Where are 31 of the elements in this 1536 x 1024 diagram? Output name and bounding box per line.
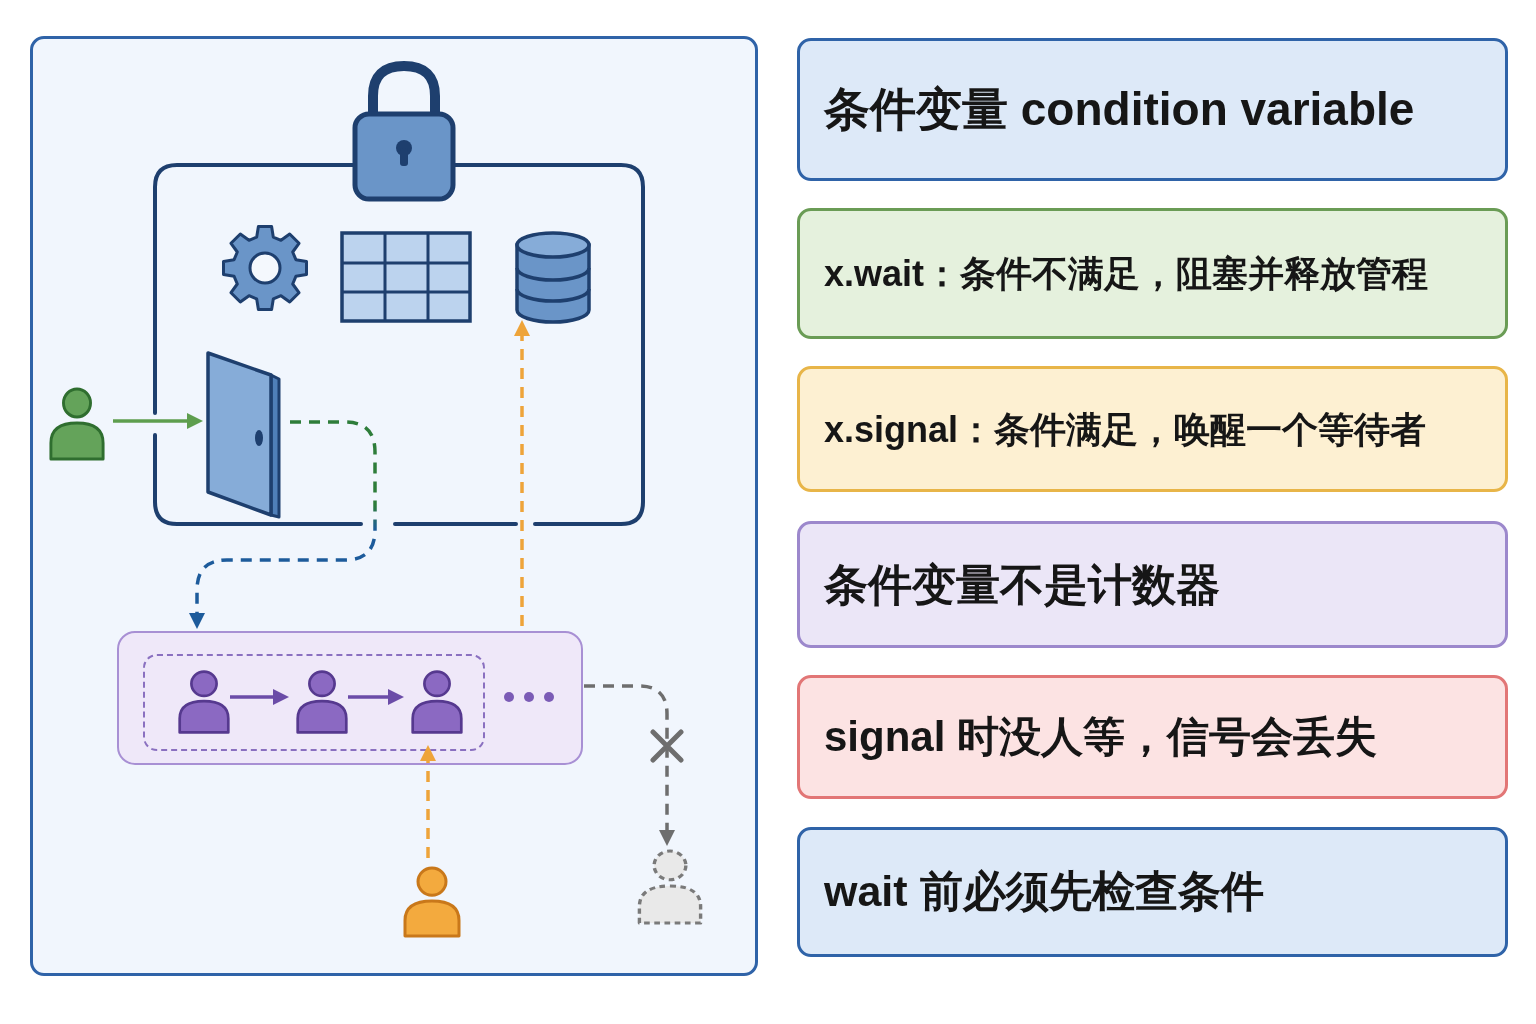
person-icon	[295, 669, 349, 735]
note-card	[797, 827, 1508, 957]
arrow	[113, 413, 203, 429]
person-icon	[48, 386, 106, 462]
note-card	[797, 675, 1508, 799]
person-icon	[402, 865, 462, 939]
monitor-frame	[153, 163, 645, 526]
note-card	[797, 366, 1508, 492]
queue-panel	[117, 631, 583, 765]
note-text: x.wait：条件不满足，阻塞并释放管程	[824, 252, 1430, 296]
database-icon	[514, 231, 592, 324]
dashed-arrow	[584, 684, 675, 846]
dashed-frame	[143, 654, 485, 751]
door-icon	[205, 350, 282, 520]
note-text: signal 时没人等，信号会丢失	[824, 711, 1379, 762]
dashed-arrow	[189, 420, 377, 629]
arrow	[230, 689, 289, 705]
dashed-arrow	[420, 745, 436, 858]
note-card	[797, 521, 1508, 648]
panel	[30, 36, 758, 976]
dashed-arrow	[514, 320, 530, 626]
person-icon	[410, 669, 464, 735]
note-text: 条件变量不是计数器	[824, 559, 1221, 611]
note-text: 条件变量 condition variable	[824, 81, 1416, 137]
dashed-person-icon	[636, 848, 704, 926]
person-icon	[177, 669, 231, 735]
note-card	[797, 208, 1508, 339]
note-text: x.signal：条件满足，唤醒一个等待者	[824, 407, 1428, 452]
arrow	[348, 689, 404, 705]
note-text: wait 前必须先检查条件	[824, 866, 1265, 918]
note-card	[797, 38, 1508, 181]
